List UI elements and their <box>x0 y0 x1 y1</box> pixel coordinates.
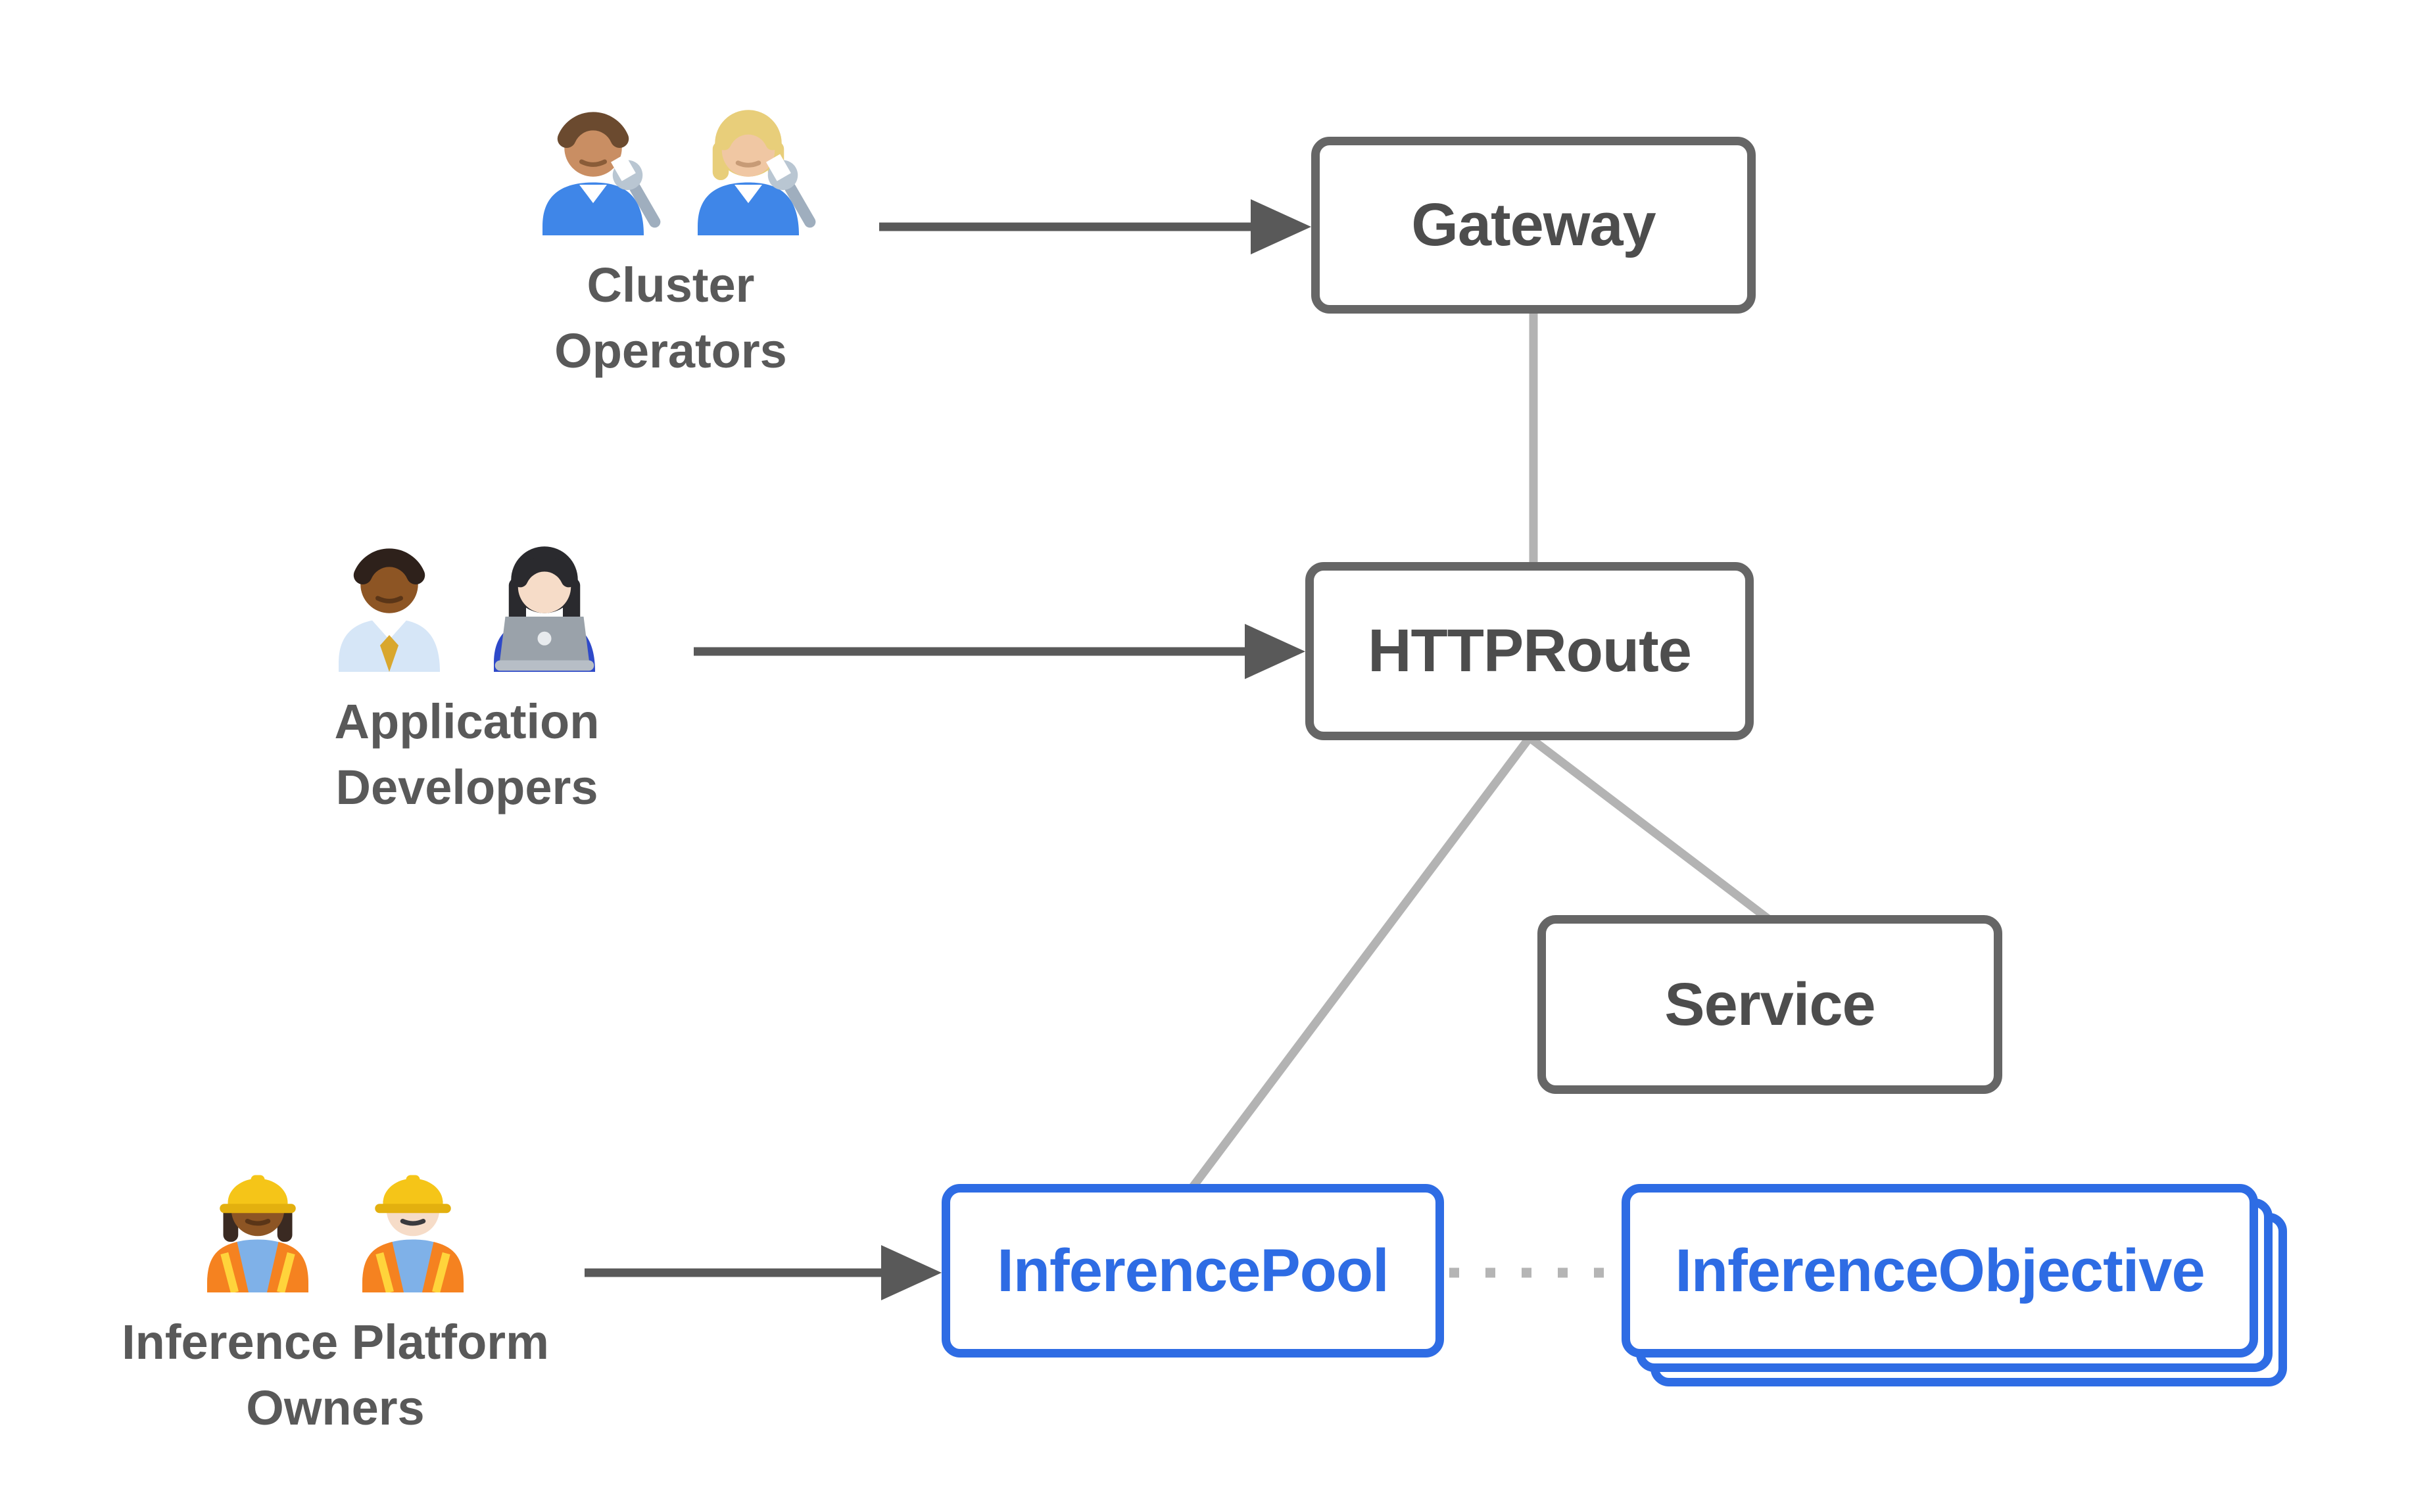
woman-technologist-icon <box>494 546 595 672</box>
persona-label-inference-platform-owners: Inference Platform Owners <box>122 1315 549 1435</box>
gateway-node: Gateway <box>1311 137 1756 314</box>
service-node: Service <box>1537 915 2002 1094</box>
arrow-application-developers-httproute <box>694 624 1305 679</box>
persona-label-application-developers: Application Developers <box>334 694 600 815</box>
woman-mechanic-icon <box>698 110 816 235</box>
inferenceobjective-node-label: InferenceObjective <box>1675 1237 2205 1304</box>
httproute-node-label: HTTPRoute <box>1368 617 1692 684</box>
inferenceobjective-stack-front: InferenceObjective <box>1622 1184 2258 1358</box>
woman-construction-worker-icon <box>207 1175 308 1292</box>
inferenceobjective-node: InferenceObjective <box>1622 1184 2287 1386</box>
edge-httproute-service <box>1527 734 1773 924</box>
man-office-worker-icon <box>339 548 440 672</box>
man-mechanic-icon <box>542 112 661 235</box>
persona-application-developers: Application Developers <box>210 534 723 820</box>
arrow-inference-platform-owners-inferencepool <box>585 1245 942 1300</box>
inferencepool-node-label: InferencePool <box>997 1237 1389 1304</box>
edge-httproute-inferencepool <box>1188 735 1533 1191</box>
persona-label-cluster-operators: Cluster Operators <box>554 258 787 378</box>
service-node-label: Service <box>1664 970 1875 1038</box>
persona-cluster-operators: Cluster Operators <box>414 97 927 384</box>
persona-inference-platform-owners: Inference Platform Owners <box>79 1154 592 1441</box>
httproute-node: HTTPRoute <box>1305 562 1754 740</box>
man-construction-worker-icon <box>362 1175 464 1292</box>
gateway-node-label: Gateway <box>1411 191 1656 258</box>
arrow-cluster-operators-gateway <box>879 199 1311 254</box>
inferencepool-node: InferencePool <box>942 1184 1444 1358</box>
